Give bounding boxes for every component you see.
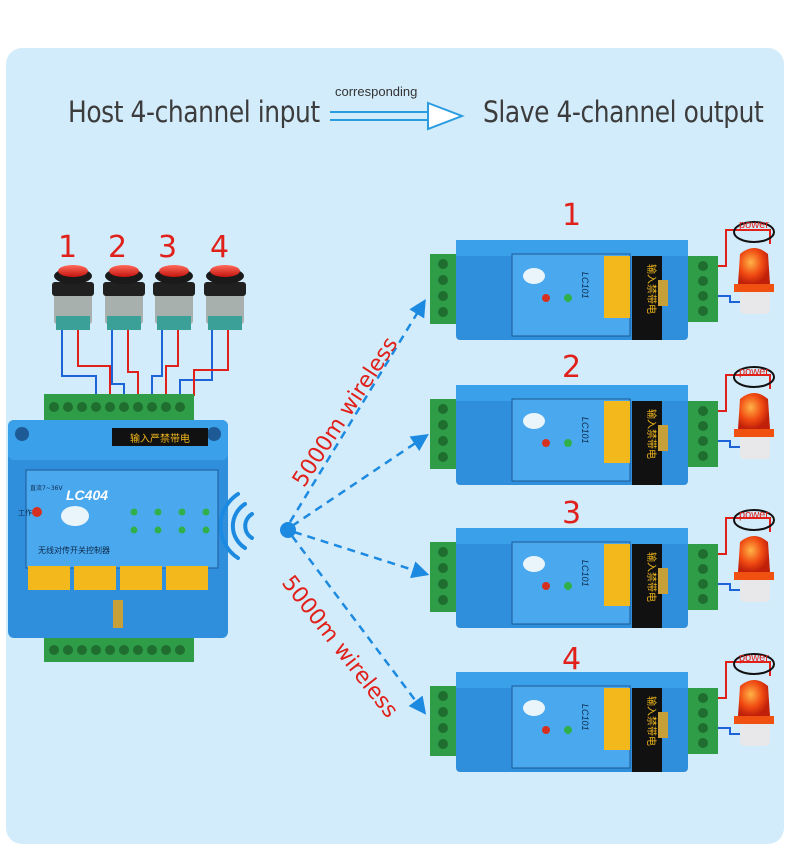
power-label-4: power <box>739 652 769 664</box>
host-warning-label: 输入严禁带电 <box>130 432 190 445</box>
host-work-label: 工作 <box>18 508 32 517</box>
button-number-4: 4 <box>210 230 230 265</box>
slave-modules: LC101 输入禁带电 LC101 输入禁带电 LC101 输入禁带电 LC101 输入禁带电 <box>430 221 775 772</box>
slave-output-title: Slave 4-channel output <box>483 95 764 129</box>
button-number-1: 1 <box>58 230 78 265</box>
slave-model-label: LC101 <box>580 704 590 731</box>
slave-number-4: 4 <box>562 642 582 677</box>
power-label-1: power <box>739 219 769 231</box>
host-power-range: 直流7~36V <box>30 484 63 492</box>
slave-number-3: 3 <box>562 496 582 531</box>
corresponding-arrow <box>330 101 465 131</box>
wireless-signal-icon <box>218 492 254 560</box>
slave-number-1: 1 <box>562 198 582 233</box>
push-button-2 <box>103 265 145 330</box>
slave-model-label: LC101 <box>580 560 590 587</box>
push-button-1 <box>52 265 94 330</box>
button-number-3: 3 <box>158 230 178 265</box>
slave-model-label: LC101 <box>580 417 590 444</box>
corresponding-label: corresponding <box>335 84 418 99</box>
host-model-label: LC404 <box>66 487 108 503</box>
slave-warning-label: 输入禁带电 <box>645 264 658 314</box>
slave-model-label: LC101 <box>580 272 590 299</box>
host-subtitle: 无线对传开关控制器 <box>38 545 110 555</box>
push-button-4 <box>204 265 246 330</box>
slave-warning-label: 输入禁带电 <box>645 696 658 746</box>
push-button-3 <box>153 265 195 330</box>
wireless-arrows <box>288 299 430 715</box>
slave-module-1: LC101 输入禁带电 <box>430 221 775 340</box>
slave-module-3: LC101 输入禁带电 <box>430 509 775 628</box>
button-number-2: 2 <box>108 230 128 265</box>
slave-warning-label: 输入禁带电 <box>645 552 658 602</box>
host-input-title: Host 4-channel input <box>68 95 320 129</box>
power-label-2: power <box>739 366 769 378</box>
host-controller <box>8 394 228 662</box>
slave-warning-label: 输入禁带电 <box>645 409 658 459</box>
slave-module-2: LC101 输入禁带电 <box>430 366 775 485</box>
slave-number-2: 2 <box>562 350 582 385</box>
power-label-3: power <box>739 509 769 521</box>
slave-module-4: LC101 输入禁带电 <box>430 653 775 772</box>
button-wires <box>61 330 229 396</box>
